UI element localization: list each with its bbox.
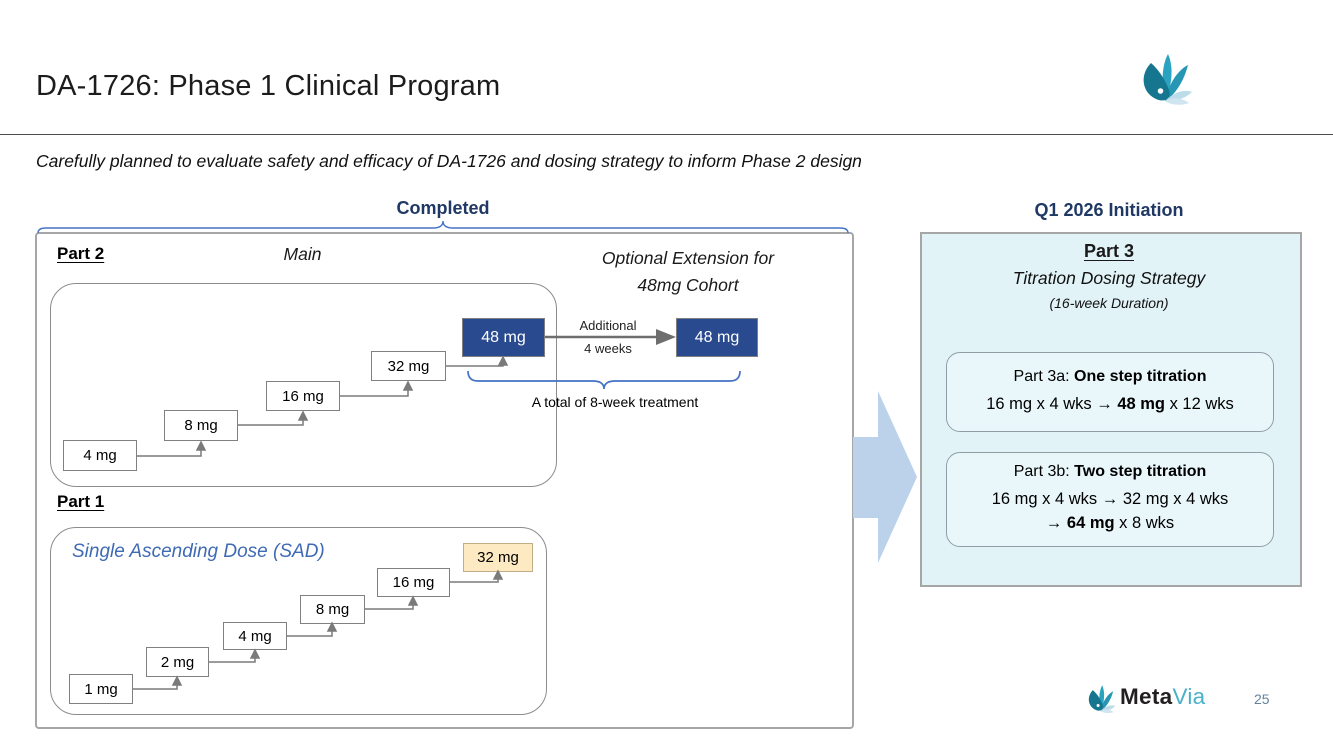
part1-dose-4mg: 4 mg [223, 622, 287, 650]
part1-label: Part 1 [57, 492, 105, 511]
brand-wordmark: MetaVia [1120, 684, 1205, 710]
part2-dose-4mg: 4 mg [63, 440, 137, 471]
treatment-brace-label: A total of 8-week treatment [531, 394, 699, 410]
part3-label: Part 3 [920, 241, 1298, 262]
extension-line2: 48mg Cohort [637, 275, 739, 296]
brand-meta: Meta [1120, 684, 1173, 709]
part3b-box: Part 3b: Two step titration 16 mg x 4 wk… [946, 452, 1274, 547]
slide-subtitle: Carefully planned to evaluate safety and… [36, 151, 862, 171]
part3-subtitle: Titration Dosing Strategy [1012, 268, 1206, 288]
metavia-footer-icon [1084, 683, 1116, 717]
part2-dose-32mg: 32 mg [371, 351, 446, 381]
part3b-dosing: 16 mg x 4 wks → 32 mg x 4 wks → 64 mg x … [991, 490, 1229, 532]
page-number: 25 [1254, 691, 1270, 707]
transition-label-line1: Additional [579, 318, 637, 333]
part1-dose-2mg: 2 mg [146, 647, 209, 677]
part3a-box: Part 3a: One step titration 16 mg x 4 wk… [946, 352, 1274, 432]
brand-via: Via [1172, 684, 1206, 709]
part3b-title: Part 3b: Two step titration [1013, 463, 1207, 481]
part1-dose-32mg-highlighted: 32 mg [463, 543, 533, 572]
phase-transition-block-arrow [853, 391, 917, 563]
initiation-header: Q1 2026 Initiation [1034, 200, 1184, 220]
part2-label: Part 2 [57, 244, 105, 263]
part2-dose-48mg-main: 48 mg [462, 318, 545, 357]
part1-dose-1mg: 1 mg [69, 674, 133, 704]
part2-dose-8mg: 8 mg [164, 410, 238, 441]
part2-dose-48mg-extension: 48 mg [676, 318, 758, 357]
metavia-splash-icon [1136, 50, 1192, 112]
title-divider [0, 134, 1333, 135]
part2-main-label: Main [283, 244, 322, 264]
extension-line1: Optional Extension for [601, 248, 775, 268]
part1-sad-title: Single Ascending Dose (SAD) [72, 541, 325, 562]
transition-label-line2: 4 weeks [584, 341, 632, 356]
page-title: DA-1726: Phase 1 Clinical Program [36, 70, 501, 102]
part1-dose-8mg: 8 mg [300, 595, 365, 624]
part2-dose-16mg: 16 mg [266, 381, 340, 411]
completed-header: Completed [396, 198, 490, 218]
part2-extension-label: Optional Extension for 48mg Cohort [555, 245, 821, 299]
part1-dose-16mg: 16 mg [377, 568, 450, 597]
part3-label-text: Part 3 [1083, 241, 1135, 261]
part3a-title: Part 3a: One step titration [1013, 367, 1207, 385]
part3-duration: (16-week Duration) [1049, 295, 1169, 311]
part3a-dosing: 16 mg x 4 wks → 48 mg x 12 wks [986, 394, 1234, 413]
